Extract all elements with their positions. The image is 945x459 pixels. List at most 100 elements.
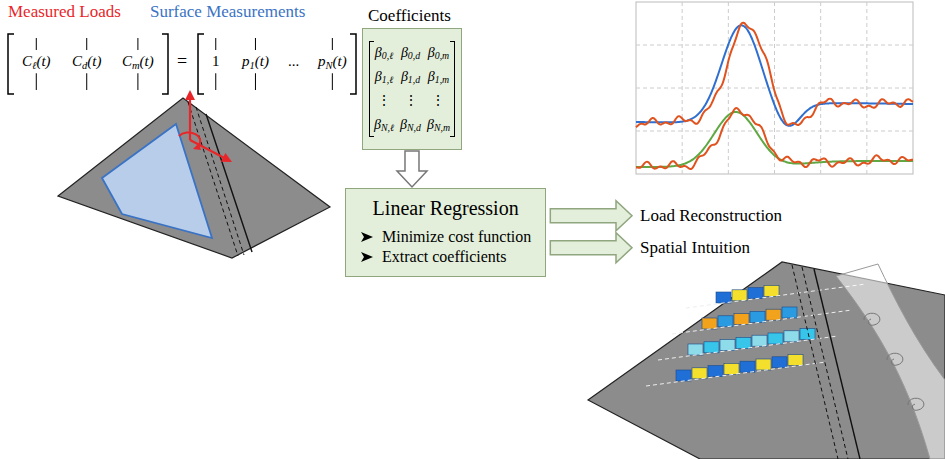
chord-line	[646, 362, 826, 386]
grid-line	[636, 45, 913, 46]
process-box: Linear RegressionMinimize cost functionE…	[345, 188, 546, 277]
sensor-tile	[702, 318, 717, 329]
hollow-arrow	[397, 151, 427, 187]
sensor-tile	[752, 335, 767, 346]
hinge-line	[188, 102, 238, 256]
sensor-tile	[708, 366, 723, 377]
output-label: Load Reconstruction	[640, 206, 782, 226]
sensor-tile	[718, 316, 733, 327]
sensor-tile	[720, 340, 735, 351]
sensor-tile	[676, 370, 691, 381]
reconstructed-curve	[636, 23, 913, 128]
wing-outline	[58, 98, 330, 258]
column-bar	[332, 38, 333, 50]
coefficient-entry: ⋮	[374, 89, 394, 113]
matrix-heading: Coefficients	[368, 6, 451, 26]
bracket-tick	[450, 136, 455, 137]
coefficient-entry: ⋮	[427, 89, 450, 113]
bracket-tick	[369, 41, 374, 42]
column-bar	[137, 73, 138, 90]
bracket-tick	[369, 136, 374, 137]
sensor-tile	[788, 355, 803, 366]
coefficient-entry: βN,ℓ	[374, 113, 394, 137]
matrix-entry: Cℓ(t)	[22, 53, 51, 70]
matrix-bracket	[198, 34, 204, 94]
coefficient-entry: βN,d	[400, 113, 421, 137]
coefficient-entry: βN,m	[427, 113, 450, 137]
matrix-bracket	[350, 34, 356, 94]
moment-arrow	[179, 132, 200, 146]
matrix-bracket: β0,ℓβ0,dβ0,mβ1,ℓβ1,dβ1,m⋮⋮⋮βN,ℓβN,dβN,m	[369, 41, 455, 137]
matrix-bracket	[8, 34, 14, 94]
box-heading-row: Linear Regression	[360, 197, 531, 220]
chord-line	[658, 336, 838, 360]
sensor-tile	[692, 368, 707, 379]
column-bar	[137, 38, 138, 50]
matrix-heading: Surface Measurements	[150, 2, 305, 22]
matrix-entry: p1(t)	[242, 53, 269, 70]
column-bar	[36, 73, 37, 90]
coefficient-entry: β1,m	[427, 65, 450, 89]
bullet-row: Minimize cost function	[360, 228, 531, 246]
vortex-swirl	[908, 398, 924, 410]
hinge-line	[196, 107, 244, 255]
box-heading: Linear Regression	[373, 197, 519, 219]
matrix-entry: ...	[288, 53, 299, 70]
column-bar	[255, 38, 256, 50]
output-arrow	[550, 201, 632, 231]
bullet-shape	[361, 232, 373, 242]
matrix-entry: 1	[212, 53, 220, 70]
vortex-band	[836, 264, 945, 459]
force-arrow	[189, 98, 191, 140]
sensor-tile	[740, 361, 755, 372]
sensor-tile	[750, 311, 765, 322]
matrix-entry: =	[177, 51, 187, 72]
force-arrowhead	[185, 90, 195, 100]
bullet-shape	[361, 252, 373, 262]
vortex-swirl	[864, 313, 880, 325]
output-label: Spatial Intuition	[640, 238, 750, 258]
coefficient-entry: β1,ℓ	[374, 65, 394, 89]
hinge-line	[792, 265, 838, 459]
column-bar	[36, 38, 37, 50]
sensor-tile	[764, 285, 779, 296]
force-arrowhead	[221, 153, 232, 162]
force-arrow	[190, 140, 225, 158]
sensor-tile	[756, 359, 771, 370]
bullet-text: Extract coefficients	[382, 248, 507, 265]
coefficient-entry: β1,d	[400, 65, 421, 89]
sensor-tile	[734, 314, 749, 325]
sensor-tile	[688, 344, 703, 355]
chart-frame	[636, 2, 913, 174]
sensor-tile	[724, 363, 739, 374]
pressure-sensor-region	[102, 124, 212, 238]
sensor-tile	[772, 357, 787, 368]
sensor-tile	[784, 331, 799, 342]
column-bar	[86, 73, 87, 90]
coefficient-entry: ⋮	[400, 89, 421, 113]
bullet-text: Minimize cost function	[382, 228, 531, 245]
moment-arrowhead	[193, 143, 201, 150]
sensor-tile	[704, 342, 719, 353]
matrix-heading: Measured Loads	[8, 2, 121, 22]
bullet-arrow	[360, 251, 374, 263]
column-bar	[215, 73, 216, 90]
measured-curve	[636, 112, 913, 167]
coefficient-box: β0,ℓβ0,dβ0,mβ1,ℓβ1,dβ1,m⋮⋮⋮βN,ℓβN,dβN,m	[362, 28, 462, 150]
hinge-line	[802, 267, 848, 459]
sensor-tile	[748, 288, 763, 299]
column-bar	[255, 73, 256, 90]
measured-curve	[636, 25, 913, 126]
sensor-tile	[766, 309, 781, 320]
sensor-tile	[716, 292, 731, 303]
output-arrow	[550, 233, 632, 263]
reconstructed-curve	[636, 108, 913, 169]
matrix-entry: Cd(t)	[72, 53, 101, 70]
chord-line	[686, 284, 866, 308]
sensor-tile	[782, 307, 797, 318]
grid-line	[636, 131, 913, 132]
column-bar	[215, 38, 216, 50]
bullet-arrow	[360, 231, 374, 243]
coefficient-entry: β0,ℓ	[374, 41, 394, 65]
